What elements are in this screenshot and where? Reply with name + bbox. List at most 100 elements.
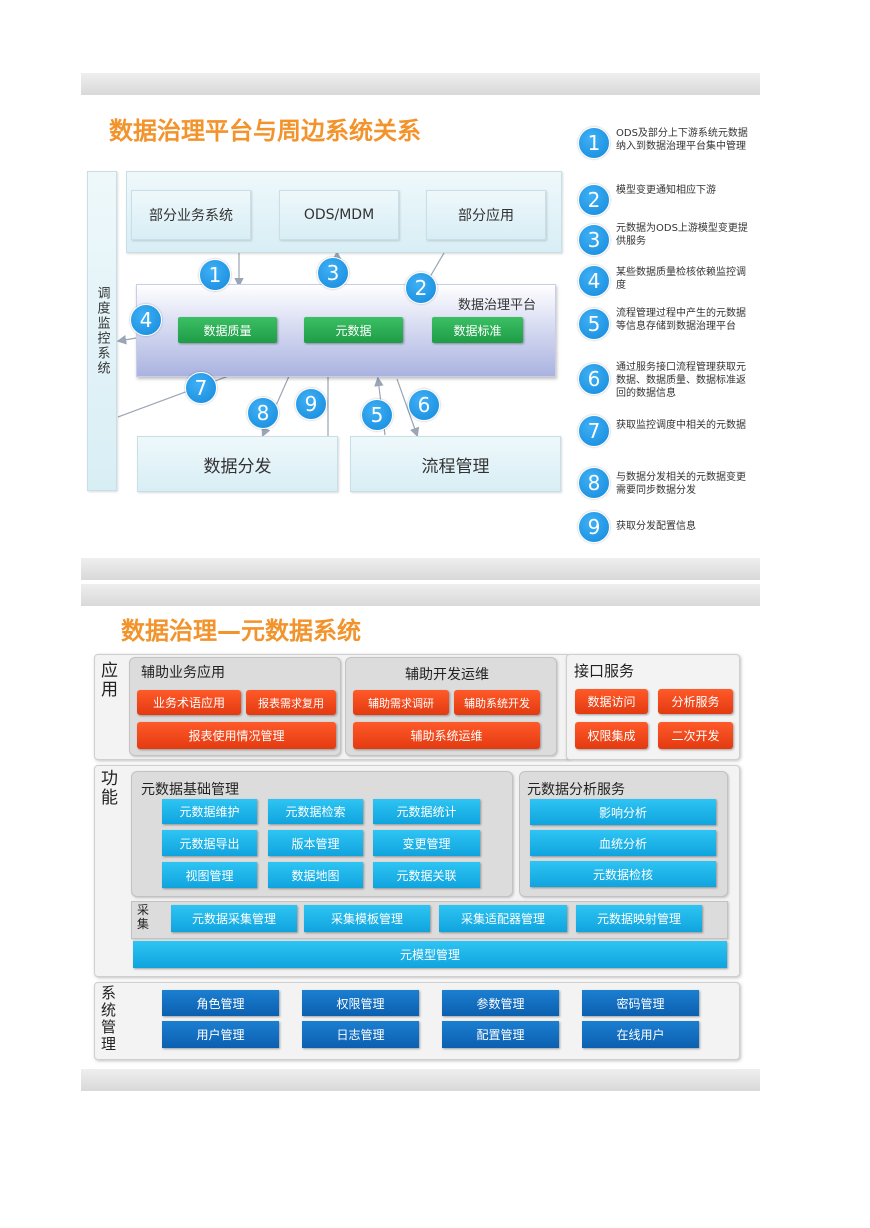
diagram-number-5: 5 (361, 399, 393, 431)
sys-ops-label: 辅助系统运维 (410, 729, 483, 743)
diagram-number-8: 8 (247, 397, 279, 429)
data-quality-box: 数据质量 (178, 317, 277, 343)
template-mgmt-button[interactable]: 采集模板管理 (304, 905, 430, 932)
sys-ops-button[interactable]: 辅助系统运维 (353, 722, 540, 749)
impact-analysis-button[interactable]: 影响分析 (530, 799, 716, 825)
secondary-dev-button[interactable]: 二次开发 (658, 722, 733, 749)
template-mgmt-label: 采集模板管理 (330, 912, 403, 926)
legend-note-8: 与数据分发相关的元数据变更需要同步数据分发 (616, 472, 746, 496)
platform-label: 数据治理平台 (458, 298, 537, 313)
lineage-analysis-button[interactable]: 血统分析 (530, 830, 716, 856)
data-quality-label: 数据质量 (203, 323, 252, 338)
permission-integration-label: 权限集成 (587, 729, 636, 743)
legend-note-4: 某些数据质量检核依赖监控调度 (616, 267, 746, 291)
business-systems-box: 部分业务系统 (131, 190, 251, 240)
legend-number-4: 4 (578, 265, 610, 297)
legend-number-2: 2 (578, 184, 610, 216)
meta-stats-button[interactable]: 元数据统计 (373, 799, 480, 824)
collect-mgmt-label: 元数据采集管理 (191, 912, 276, 926)
meta-export-label: 元数据导出 (179, 836, 240, 851)
meta-check-label: 元数据检核 (592, 867, 653, 882)
config-mgmt-label: 配置管理 (476, 1028, 525, 1042)
legend-number-8: 8 (578, 467, 610, 499)
data-distribution-label: 数据分发 (203, 456, 272, 477)
meta-export-button[interactable]: 元数据导出 (162, 830, 257, 856)
legend-number-9: 9 (578, 511, 610, 543)
role-mgmt-button[interactable]: 角色管理 (162, 990, 279, 1016)
data-access-button[interactable]: 数据访问 (575, 689, 648, 714)
user-mgmt-button[interactable]: 用户管理 (162, 1021, 279, 1048)
diagram-number-2: 2 (405, 272, 437, 304)
mapping-mgmt-button[interactable]: 元数据映射管理 (576, 905, 702, 932)
online-users-label: 在线用户 (616, 1028, 665, 1042)
online-users-button[interactable]: 在线用户 (582, 1021, 699, 1048)
meta-relation-button[interactable]: 元数据关联 (373, 862, 480, 888)
role-mgmt-label: 角色管理 (196, 996, 245, 1011)
change-mgmt-label: 变更管理 (402, 836, 451, 851)
password-mgmt-button[interactable]: 密码管理 (582, 990, 699, 1016)
data-map-button[interactable]: 数据地图 (268, 862, 363, 888)
diagram-number-4: 4 (130, 304, 162, 336)
adapter-mgmt-button[interactable]: 采集适配器管理 (439, 905, 567, 932)
process-management-box: 流程管理 (350, 436, 561, 492)
req-research-button[interactable]: 辅助需求调研 (353, 690, 449, 715)
meta-maintain-label: 元数据维护 (179, 805, 240, 819)
business-systems-label: 部分业务系统 (149, 208, 233, 224)
interface-services-title: 接口服务 (574, 662, 635, 680)
report-usage-button[interactable]: 报表使用情况管理 (137, 722, 336, 749)
secondary-dev-label: 二次开发 (671, 729, 720, 743)
meta-model-label: 元模型管理 (399, 948, 460, 962)
diagram-number-6: 6 (408, 389, 440, 421)
meta-search-button[interactable]: 元数据检索 (268, 799, 363, 824)
business-term-button[interactable]: 业务术语应用 (137, 690, 241, 715)
data-map-label: 数据地图 (291, 868, 340, 883)
header-band (81, 73, 760, 95)
analysis-service-label: 分析服务 (671, 695, 720, 709)
change-mgmt-button[interactable]: 变更管理 (373, 830, 480, 856)
slide1-title: 数据治理平台与周边系统关系 (109, 117, 421, 145)
diagram-number-3: 3 (317, 257, 349, 289)
function-label: 功能 (101, 769, 118, 808)
sys-dev-button[interactable]: 辅助系统开发 (454, 690, 540, 715)
diagram-number-9: 9 (295, 388, 327, 420)
meta-relation-label: 元数据关联 (396, 868, 457, 883)
report-usage-label: 报表使用情况管理 (188, 729, 285, 743)
collection-label: 采集 (137, 903, 150, 931)
data-standard-label: 数据标准 (453, 323, 502, 338)
view-mgmt-button[interactable]: 视图管理 (162, 862, 257, 888)
user-mgmt-label: 用户管理 (196, 1028, 245, 1042)
legend-note-6: 通过服务接口流程管理获取元数据、数据质量、数据标准返回的数据信息 (616, 362, 746, 399)
aux-devops-title: 辅助开发运维 (405, 667, 489, 683)
sys-dev-label: 辅助系统开发 (464, 696, 530, 710)
permission-mgmt-button[interactable]: 权限管理 (302, 990, 419, 1016)
param-mgmt-button[interactable]: 参数管理 (442, 990, 559, 1016)
legend-note-5: 流程管理过程中产生的元数据等信息存储到数据治理平台 (616, 308, 746, 332)
report-reuse-button[interactable]: 报表需求复用 (246, 690, 336, 715)
view-mgmt-label: 视图管理 (185, 868, 234, 883)
lineage-analysis-label: 血统分析 (598, 836, 647, 851)
impact-analysis-label: 影响分析 (598, 805, 647, 820)
meta-maintain-button[interactable]: 元数据维护 (162, 799, 257, 824)
business-term-label: 业务术语应用 (152, 696, 225, 710)
application-label: 应用 (101, 661, 118, 700)
system-management-label: 系统管理 (101, 984, 117, 1053)
mapping-mgmt-label: 元数据映射管理 (596, 912, 681, 926)
permission-integration-button[interactable]: 权限集成 (575, 722, 648, 749)
header-band (81, 584, 760, 606)
metadata-box: 元数据 (304, 317, 403, 343)
log-mgmt-button[interactable]: 日志管理 (302, 1021, 419, 1048)
legend-number-6: 6 (578, 363, 610, 395)
diagram-number-7: 7 (185, 372, 217, 404)
monitor-system-label: 调度监控系统 (94, 286, 110, 376)
analysis-service-button[interactable]: 分析服务 (658, 689, 733, 714)
meta-search-label: 元数据检索 (285, 805, 346, 819)
collect-mgmt-button[interactable]: 元数据采集管理 (171, 905, 297, 932)
meta-model-button[interactable]: 元模型管理 (133, 941, 727, 968)
version-mgmt-button[interactable]: 版本管理 (268, 830, 363, 856)
ods-mdm-box: ODS/MDM (279, 190, 399, 240)
legend-number-1: 1 (578, 127, 610, 159)
meta-check-button[interactable]: 元数据检核 (530, 861, 716, 887)
password-mgmt-label: 密码管理 (616, 996, 665, 1011)
legend-number-3: 3 (578, 224, 610, 256)
config-mgmt-button[interactable]: 配置管理 (442, 1021, 559, 1048)
